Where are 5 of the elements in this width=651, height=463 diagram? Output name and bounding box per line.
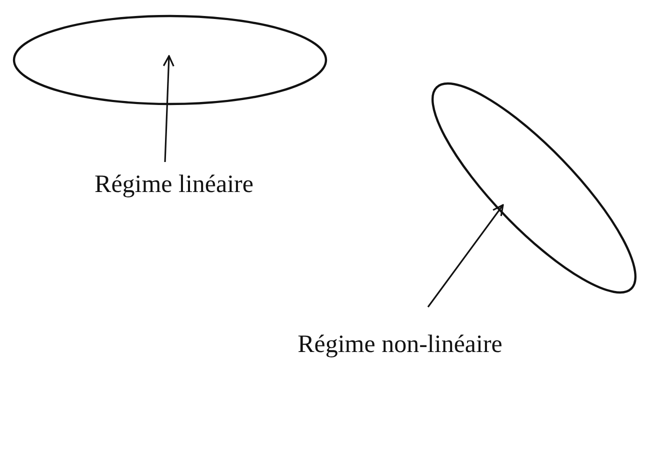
arrow <box>427 204 504 308</box>
ellipse-outline <box>10 12 330 108</box>
regime-label: Régime non-linéaire <box>255 330 545 362</box>
regime-label: Régime linéaire <box>74 170 274 202</box>
arrow <box>162 55 174 162</box>
